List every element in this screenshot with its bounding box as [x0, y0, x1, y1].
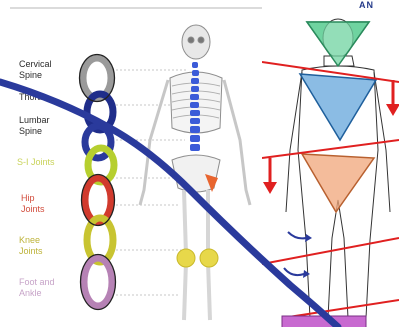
slash-annotation-line [0, 82, 338, 327]
